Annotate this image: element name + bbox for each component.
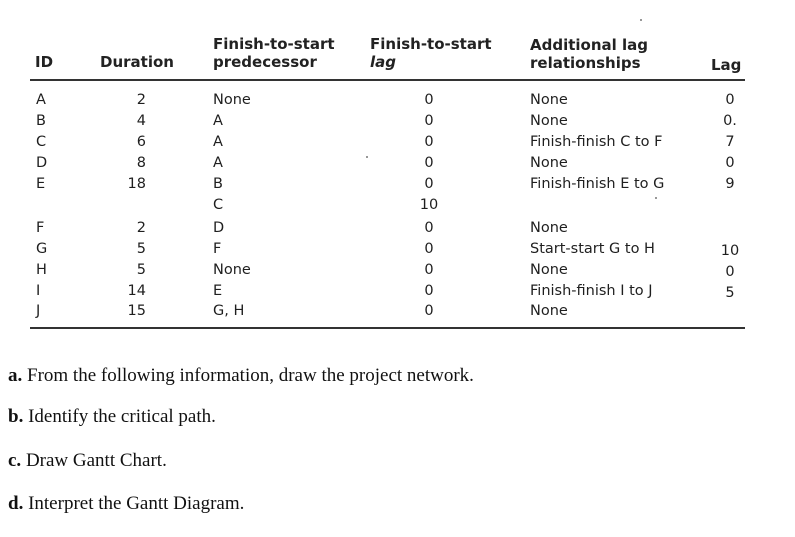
cell-duration: 14	[127, 283, 146, 299]
scan-speck	[640, 19, 642, 21]
cell-duration: 5	[136, 262, 146, 278]
cell-fs-lag: 0	[424, 241, 434, 257]
cell-fs-lag: 10	[419, 197, 439, 213]
cell-id: B	[36, 113, 46, 129]
header-duration: Duration	[100, 53, 174, 71]
cell-additional: None	[530, 113, 568, 129]
question-text: From the following information, draw the…	[22, 365, 474, 386]
header-fs-lag-line1: Finish-to-start	[370, 35, 492, 53]
cell-lag: 7	[725, 134, 735, 150]
cell-fs-lag: 0	[424, 262, 434, 278]
question-label: b.	[8, 406, 24, 427]
header-additional-lag-line1: Additional lag	[530, 36, 649, 54]
cell-id: F	[36, 220, 45, 236]
cell-predecessor: F	[213, 241, 222, 257]
cell-lag: 0	[725, 155, 735, 171]
header-fs-lag-line2: lag	[370, 53, 397, 71]
cell-duration: 5	[136, 241, 146, 257]
cell-predecessor: A	[213, 113, 223, 129]
cell-id: E	[36, 176, 46, 192]
cell-fs-lag: 0	[424, 303, 434, 319]
cell-id: H	[36, 262, 47, 278]
cell-additional: Finish-finish E to G	[530, 176, 665, 192]
cell-predecessor: None	[213, 262, 251, 278]
cell-duration: 8	[136, 155, 146, 171]
cell-id: C	[36, 134, 47, 150]
header-id: ID	[35, 53, 54, 71]
cell-id: I	[36, 283, 41, 299]
cell-additional: None	[530, 155, 568, 171]
cell-additional: None	[530, 303, 568, 319]
cell-predecessor: D	[213, 220, 225, 236]
cell-lag: 0.	[723, 113, 737, 129]
table-top-rule	[30, 79, 745, 81]
cell-predecessor: G, H	[213, 303, 245, 319]
cell-predecessor: C	[213, 197, 224, 213]
question-b: b. Identify the critical path.	[8, 405, 216, 429]
cell-lag: 10	[720, 243, 740, 259]
header-lag: Lag	[711, 56, 742, 74]
cell-fs-lag: 0	[424, 176, 434, 192]
cell-duration: 15	[127, 303, 146, 319]
question-label: c.	[8, 450, 22, 471]
cell-fs-lag: 0	[424, 134, 434, 150]
cell-lag: 5	[725, 285, 735, 301]
cell-predecessor: None	[213, 92, 251, 108]
cell-additional: Finish-finish I to J	[530, 283, 653, 299]
cell-id: D	[36, 155, 48, 171]
cell-lag: 0	[725, 264, 735, 280]
question-c: c. Draw Gantt Chart.	[8, 449, 167, 473]
cell-additional: Finish-finish C to F	[530, 134, 663, 150]
cell-fs-lag: 0	[424, 92, 434, 108]
question-text: Draw Gantt Chart.	[21, 450, 167, 471]
cell-duration: 4	[136, 113, 146, 129]
question-a: a. From the following information, draw …	[8, 364, 474, 388]
scan-speck	[655, 197, 657, 199]
cell-additional: None	[530, 92, 568, 108]
cell-lag: 0	[725, 92, 735, 108]
cell-predecessor: A	[213, 134, 223, 150]
cell-predecessor: E	[213, 283, 223, 299]
cell-id: G	[36, 241, 48, 257]
cell-lag: 9	[725, 176, 735, 192]
scan-speck	[366, 156, 368, 158]
header-fs-predecessor-line1: Finish-to-start	[213, 35, 335, 53]
cell-additional: Start-start G to H	[530, 241, 655, 257]
cell-duration: 2	[136, 92, 146, 108]
cell-fs-lag: 0	[424, 220, 434, 236]
table-bottom-rule	[30, 327, 745, 329]
cell-id: J	[36, 303, 41, 319]
header-fs-predecessor-line2: predecessor	[213, 53, 317, 71]
cell-duration: 18	[127, 176, 146, 192]
cell-fs-lag: 0	[424, 155, 434, 171]
question-text: Identify the critical path.	[23, 406, 216, 427]
cell-fs-lag: 0	[424, 113, 434, 129]
cell-predecessor: B	[213, 176, 223, 192]
question-label: d.	[8, 493, 24, 514]
cell-predecessor: A	[213, 155, 223, 171]
question-label: a.	[8, 365, 23, 386]
header-additional-lag: Additional lag relationships	[530, 36, 648, 72]
header-fs-lag: Finish-to-start lag	[370, 35, 492, 71]
cell-additional: None	[530, 220, 568, 236]
cell-duration: 6	[136, 134, 146, 150]
question-text: Interpret the Gantt Diagram.	[23, 493, 245, 514]
header-additional-lag-line2: relationships	[530, 54, 641, 72]
cell-fs-lag: 0	[424, 283, 434, 299]
header-fs-predecessor: Finish-to-start predecessor	[213, 35, 335, 71]
cell-id: A	[36, 92, 46, 108]
cell-duration: 2	[136, 220, 146, 236]
question-d: d. Interpret the Gantt Diagram.	[8, 492, 244, 516]
cell-additional: None	[530, 262, 568, 278]
